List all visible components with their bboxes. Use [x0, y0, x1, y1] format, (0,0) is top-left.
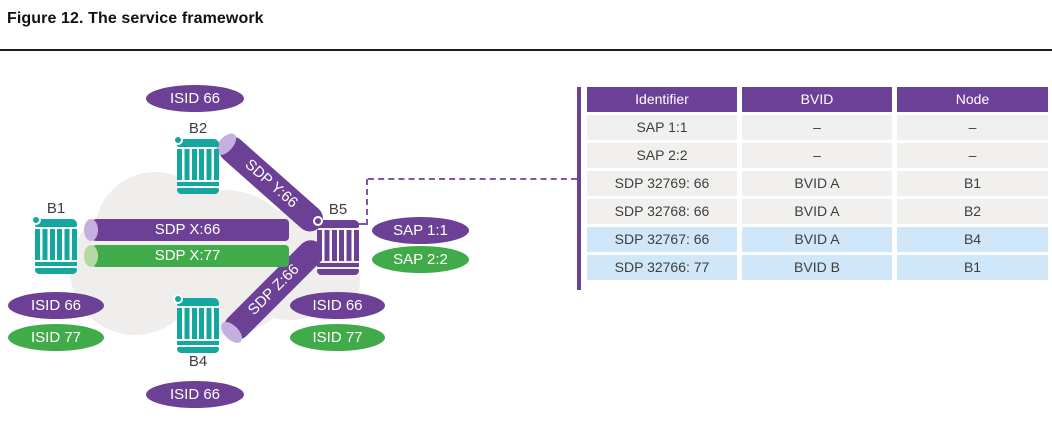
router-icon	[173, 294, 219, 353]
badge-isid66-b1: ISID 66	[8, 292, 104, 319]
title-divider	[0, 49, 1052, 51]
node-b5: B5	[313, 201, 359, 275]
table-cell: B4	[897, 227, 1048, 252]
table-cell: BVID B	[742, 255, 892, 280]
node-b1: B1	[31, 200, 77, 274]
table-cell: SDP 32767: 66	[587, 227, 737, 252]
node-label: B2	[188, 120, 208, 137]
table-cell: SDP 32769: 66	[587, 171, 737, 196]
badge-isid66-b5: ISID 66	[290, 292, 385, 319]
table-left-bar	[577, 87, 581, 290]
pipe-end-cap	[217, 318, 246, 347]
pipe-sdp-x77: SDP X:77	[84, 245, 289, 267]
badge-isid77-b5: ISID 77	[290, 324, 385, 351]
node-label: B4	[188, 353, 208, 370]
table-cell: BVID A	[742, 227, 892, 252]
table-cell: –	[897, 115, 1048, 140]
table-header-identifier: Identifier	[587, 87, 737, 112]
table-cell: –	[897, 143, 1048, 168]
table-header-node: Node	[897, 87, 1048, 112]
table-cell: SDP 32768: 66	[587, 199, 737, 224]
badge-sap-1-1: SAP 1:1	[372, 217, 469, 244]
table-cell: –	[742, 143, 892, 168]
table-cell: SAP 1:1	[587, 115, 737, 140]
connector-dashed-vertical	[366, 179, 368, 225]
table-cell: B1	[897, 171, 1048, 196]
badge-sap-2-2: SAP 2:2	[372, 246, 469, 273]
table-cell: BVID A	[742, 171, 892, 196]
pipe-label: SDP X:77	[154, 247, 221, 264]
table-cell: BVID A	[742, 199, 892, 224]
pipe-sdp-x66: SDP X:66	[84, 219, 289, 241]
table-cell: B1	[897, 255, 1048, 280]
table-cell: SDP 32766: 77	[587, 255, 737, 280]
node-label: B5	[328, 201, 348, 218]
node-label: B1	[46, 200, 66, 217]
router-icon	[173, 135, 219, 194]
connector-dashed-stub	[357, 223, 368, 225]
router-icon	[313, 216, 359, 275]
router-icon	[31, 215, 77, 274]
badge-isid66-b4: ISID 66	[146, 381, 244, 408]
node-b2: B2	[173, 120, 219, 194]
table-header-bvid: BVID	[742, 87, 892, 112]
figure-title: Figure 12. The service framework	[7, 10, 264, 27]
table-cell: –	[742, 115, 892, 140]
badge-isid77-b1: ISID 77	[8, 324, 104, 351]
service-mapping-table: Identifier BVID Node SAP 1:1 – – SAP 2:2…	[587, 87, 1048, 280]
pipe-end-cap	[84, 245, 98, 267]
pipe-end-cap	[84, 219, 98, 241]
badge-isid66-b2: ISID 66	[146, 85, 244, 112]
node-b4: B4	[173, 294, 219, 372]
table-cell: B2	[897, 199, 1048, 224]
pipe-label: SDP X:66	[154, 221, 221, 238]
table-cell: SAP 2:2	[587, 143, 737, 168]
connector-dashed-horizontal	[368, 178, 577, 180]
